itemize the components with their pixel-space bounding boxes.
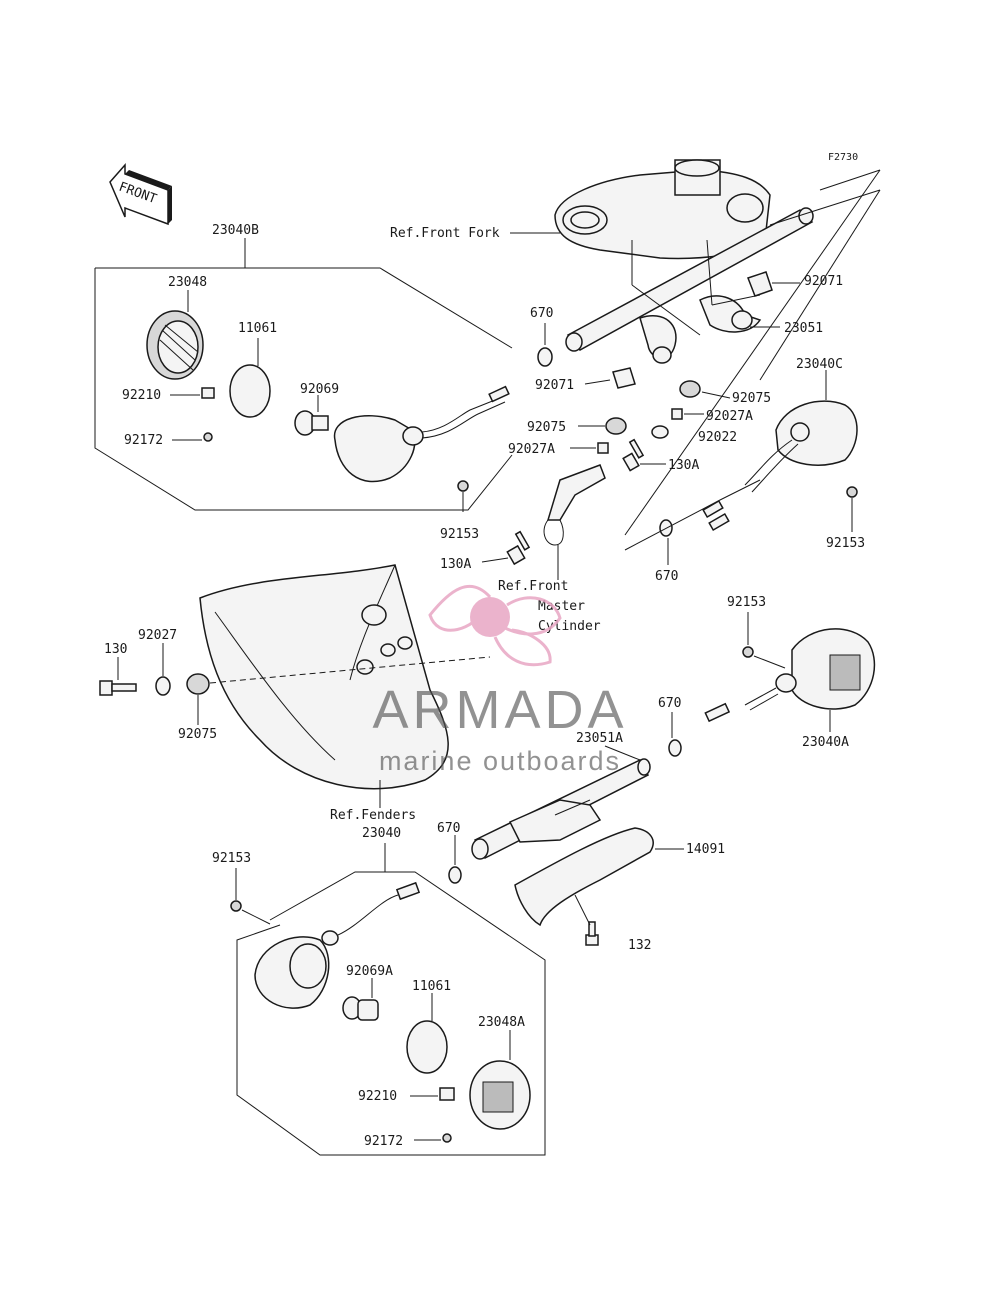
label-ref-master-cyl-1: Ref.Front: [498, 579, 568, 594]
screw-92172-bottom: [442, 1133, 452, 1143]
front-fork-bracket: [554, 159, 771, 260]
label-23051: 23051: [784, 321, 823, 336]
label-23040: 23040: [362, 826, 401, 841]
label-92153-bottom: 92153: [212, 851, 251, 866]
label-92075-left: 92075: [178, 727, 217, 742]
label-92210-top: 92210: [122, 388, 161, 403]
figure-code: F2730: [828, 152, 858, 163]
grommet-92075-mid: [605, 417, 627, 435]
label-92069: 92069: [300, 382, 339, 397]
label-23040C: 23040C: [796, 357, 843, 372]
label-92027A-left: 92027A: [508, 442, 555, 457]
label-670-lower: 670: [658, 696, 681, 711]
turn-signal-23040C: [702, 400, 858, 531]
nut-92153-mid: [742, 646, 754, 658]
label-670-top: 670: [530, 306, 553, 321]
oring-670-top: [537, 347, 553, 367]
label-92075-right: 92075: [732, 391, 771, 406]
label-92071-right: 92071: [804, 274, 843, 289]
master-cylinder-bracket: [546, 464, 606, 521]
label-ref-fenders: Ref.Fenders: [330, 808, 416, 823]
brand-name: ARMADA: [372, 680, 627, 740]
label-92210-bottom: 92210: [358, 1089, 397, 1104]
label-92172-bottom: 92172: [364, 1134, 403, 1149]
bolt-130: [99, 680, 137, 696]
clamp-92071-right: [747, 271, 773, 297]
label-132: 132: [628, 938, 651, 953]
gasket-11061-bottom: [406, 1020, 448, 1074]
label-92172-top: 92172: [124, 433, 163, 448]
label-23048: 23048: [168, 275, 207, 290]
label-92075-mid: 92075: [527, 420, 566, 435]
bulb-92069: [294, 410, 329, 436]
label-92153-right: 92153: [826, 536, 865, 551]
label-92153-mid: 92153: [727, 595, 766, 610]
label-23048A: 23048A: [478, 1015, 525, 1030]
label-670-right: 670: [655, 569, 678, 584]
nut-92153-right: [846, 486, 858, 498]
grommet-92075-right: [679, 380, 701, 398]
lens-23048: [146, 310, 204, 380]
turn-signal-housing-left: [333, 385, 510, 483]
label-92153-left: 92153: [440, 527, 479, 542]
bolt-130A-top: [622, 438, 645, 472]
gasket-11061-top: [229, 364, 271, 418]
label-11061-top: 11061: [238, 321, 277, 336]
turn-signal-23040A: [704, 628, 876, 723]
turn-signal-housing-bottom: [254, 881, 421, 1009]
brand-tagline: marine outboards: [379, 746, 621, 776]
front-fender: [199, 564, 449, 790]
collar-92027A-right: [671, 408, 683, 420]
label-92069A: 92069A: [346, 964, 393, 979]
label-130A-left: 130A: [440, 557, 471, 572]
group-box-23040: [236, 843, 546, 1156]
nut-92153-left: [457, 480, 469, 492]
nut-92153-bottom: [230, 900, 242, 912]
screw-132: [585, 921, 599, 946]
label-92027: 92027: [138, 628, 177, 643]
label-92022: 92022: [698, 430, 737, 445]
label-670-bottom: 670: [437, 821, 460, 836]
label-23040B: 23040B: [212, 223, 259, 238]
collar-92027A-left: [597, 442, 609, 454]
label-23040A: 23040A: [802, 735, 849, 750]
screw-92172-top: [203, 432, 213, 442]
group-box-23040B: [94, 238, 513, 511]
collar-92027: [155, 676, 171, 696]
label-92027A-right: 92027A: [706, 409, 753, 424]
bulb-92069A: [342, 996, 379, 1021]
front-arrow-icon: FRONT: [109, 163, 172, 226]
lens-23048A: [469, 1060, 531, 1130]
clip-92210-top: [201, 387, 215, 399]
label-92071-mid: 92071: [535, 378, 574, 393]
stay-23051: [565, 207, 814, 364]
label-23051A: 23051A: [576, 731, 623, 746]
grommet-92075-left: [186, 673, 210, 695]
clamp-92071-mid: [612, 367, 636, 389]
clip-92210-bottom: [439, 1087, 455, 1101]
washer-92022: [651, 425, 669, 439]
propeller-logo-icon: [428, 584, 562, 667]
oring-670-lower: [668, 739, 682, 757]
label-14091: 14091: [686, 842, 725, 857]
label-130: 130: [104, 642, 127, 657]
stay-23051A: [471, 758, 651, 860]
label-130A-top: 130A: [668, 458, 699, 473]
label-ref-master-cyl-3: Cylinder: [538, 619, 601, 634]
cover-14091: [514, 827, 654, 927]
armada-watermark: ARMADA marine outboards: [372, 584, 627, 776]
oring-670-bottom: [448, 866, 462, 884]
label-11061-bottom: 11061: [412, 979, 451, 994]
bolt-130A-left: [506, 530, 531, 566]
label-ref-front-fork: Ref.Front Fork: [390, 226, 500, 241]
